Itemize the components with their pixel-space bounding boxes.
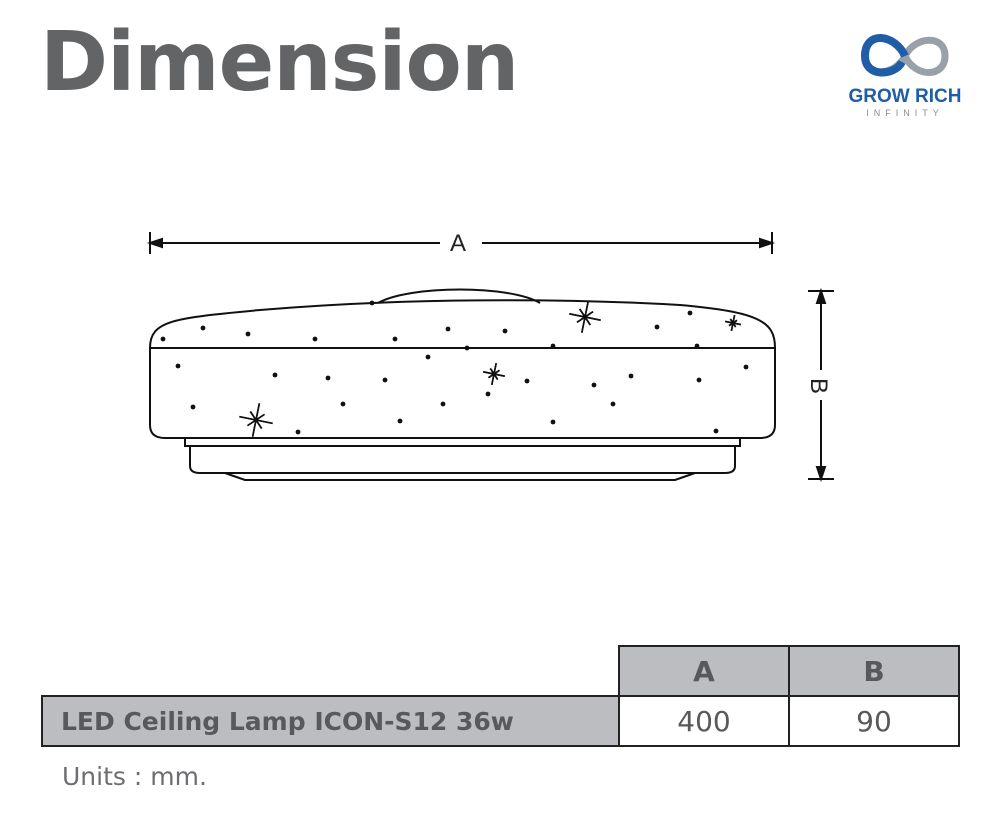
dot — [369, 300, 375, 306]
dot — [200, 325, 206, 331]
dot — [190, 404, 196, 410]
column-header-b: B — [788, 645, 960, 697]
dot — [272, 372, 278, 378]
dot — [694, 343, 700, 349]
sparkle-stars — [239, 301, 741, 437]
star-dots — [160, 300, 749, 435]
dot — [445, 326, 451, 332]
dot — [485, 391, 491, 397]
logo-tagline: INFINITY — [866, 108, 944, 118]
table-header-row: A B — [42, 645, 960, 697]
dot — [743, 364, 749, 370]
star-ray — [247, 413, 265, 427]
lamp-body — [149, 347, 776, 439]
units-note: Units : mm. — [62, 762, 207, 791]
dim-a-label: A — [450, 230, 467, 257]
dot — [464, 345, 470, 351]
dot — [160, 336, 166, 342]
dot — [524, 378, 530, 384]
brand-logo: GROW RICH INFINITY — [840, 26, 970, 122]
lamp-dome — [149, 299, 776, 349]
dot — [340, 401, 346, 407]
star-ray — [728, 319, 738, 327]
table-row: LED Ceiling Lamp ICON-S12 36w 400 90 — [41, 695, 960, 747]
value-a: 400 — [618, 695, 790, 747]
logo-name: GROW RICH — [848, 86, 962, 107]
dot — [312, 336, 318, 342]
star-ray — [576, 311, 594, 323]
product-name: LED Ceiling Lamp ICON-S12 36w — [41, 695, 620, 747]
dot — [696, 377, 702, 383]
dot — [325, 375, 331, 381]
dot — [687, 310, 693, 316]
dot — [654, 324, 660, 330]
dot — [245, 331, 251, 337]
dot — [175, 363, 181, 369]
dot — [382, 377, 388, 383]
page-title: Dimension — [40, 15, 519, 110]
dot — [713, 428, 719, 434]
dot — [425, 354, 431, 360]
star-ray — [488, 369, 500, 379]
lamp-handle — [377, 288, 541, 304]
dimension-table: A B LED Ceiling Lamp ICON-S12 36w 400 90 — [41, 645, 960, 747]
dot — [502, 328, 508, 334]
dot — [628, 373, 634, 379]
column-header-a: A — [618, 645, 790, 697]
lamp-drawing — [146, 232, 834, 483]
dot — [397, 418, 403, 424]
dot — [295, 429, 301, 435]
dot — [550, 343, 556, 349]
infinity-logo-icon — [860, 34, 949, 77]
dot — [550, 419, 556, 425]
dim-b-label: B — [805, 377, 833, 395]
dot — [392, 336, 398, 342]
dot — [591, 382, 597, 388]
dot — [610, 401, 616, 407]
dot — [440, 401, 446, 407]
value-b: 90 — [788, 695, 960, 747]
